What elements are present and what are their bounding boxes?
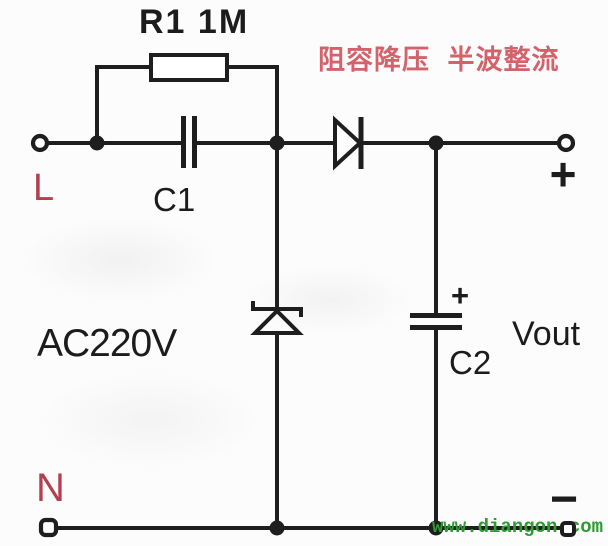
junction-dot: [428, 135, 444, 151]
capacitor-c1-plate-left: [181, 116, 186, 168]
wire-r1-loop-left: [95, 65, 152, 143]
resistor-label: R1 1M: [139, 3, 250, 41]
diode-symbol: [333, 115, 363, 171]
terminal-output-negative: [560, 521, 576, 537]
junction-dot: [269, 135, 285, 151]
junction-dot: [428, 520, 444, 536]
capacitor-c1-plate-right: [192, 116, 197, 168]
capacitor-c2-label: C2: [449, 344, 492, 381]
terminal-output-positive: [556, 133, 576, 153]
annotation-chinese: 阻容降压 半波整流: [318, 45, 560, 75]
resistor-r1-symbol: [149, 53, 229, 82]
source-voltage-label: AC220V: [37, 322, 177, 365]
junction-dot: [89, 135, 105, 151]
output-positive-label: +: [549, 148, 577, 200]
vout-label: Vout: [512, 315, 581, 353]
neutral-terminal-label: N: [36, 466, 65, 510]
terminal-neutral: [38, 517, 59, 538]
terminal-live: [30, 133, 50, 153]
zener-diode-symbol: [250, 308, 304, 335]
junction-dot: [269, 520, 285, 536]
live-terminal-label: L: [33, 167, 55, 209]
output-negative-label: −: [549, 472, 579, 526]
capacitor-c1-label: C1: [153, 181, 196, 218]
wire-r1-loop-right: [226, 65, 279, 143]
capacitor-c2-plate-bottom: [410, 325, 462, 330]
capacitor-c2-polarity: +: [451, 278, 470, 313]
capacitor-c2-plate-top: [410, 313, 462, 318]
